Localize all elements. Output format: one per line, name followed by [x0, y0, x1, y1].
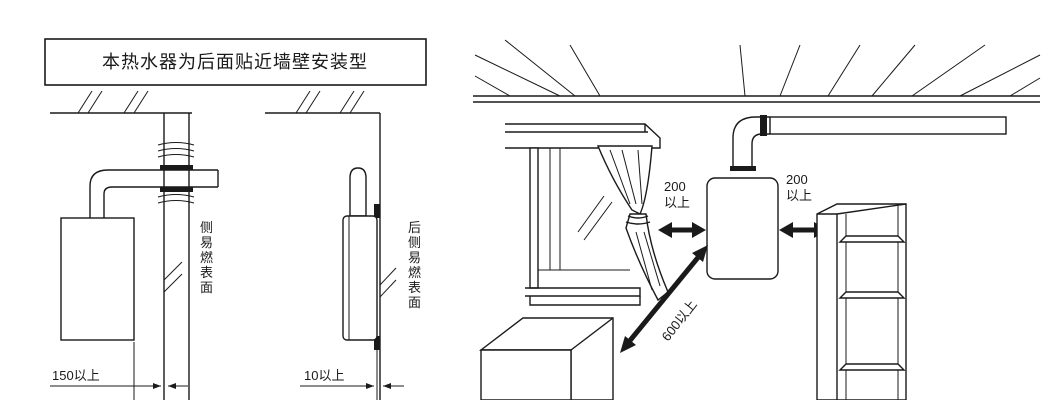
middle-ceiling-hatch — [295, 90, 365, 114]
left-pipe-collar-top — [160, 165, 193, 170]
shelf — [816, 203, 907, 400]
middle-wall-hatch — [379, 267, 397, 298]
left-wall-hatch — [163, 261, 183, 293]
left-exhaust-pipe-top — [89, 169, 218, 218]
left-figure: 侧易燃表面 150以上 — [50, 90, 219, 400]
right-clearance-value: 200 — [786, 172, 808, 187]
middle-top-bracket — [374, 204, 380, 218]
left-pipe-collar-bottom — [160, 187, 193, 192]
left-clearance-unit: 以上 — [664, 195, 690, 210]
left-clearance-arrow — [658, 222, 706, 238]
diagonal-clearance-label: 600以上 — [659, 297, 700, 344]
left-exhaust-pipe-bottom — [103, 186, 218, 218]
title-box: 本热水器为后面贴近墙壁安装型 — [44, 38, 427, 86]
middle-back-surface-label: 后侧易燃表面 — [408, 220, 421, 310]
diagonal-clearance-arrow — [620, 245, 708, 353]
right-pipe-collar — [730, 166, 756, 171]
right-water-heater — [706, 177, 779, 280]
left-side-surface-label: 侧易燃表面 — [200, 220, 213, 295]
middle-water-heater-side — [342, 215, 378, 341]
left-clearance-label: 150以上 — [52, 368, 100, 383]
right-ceiling — [473, 39, 1041, 103]
right-clearance-unit: 以上 — [786, 188, 812, 203]
left-ceiling-hatch — [77, 90, 149, 114]
middle-figure: 后侧易燃表面 10以上 — [265, 90, 421, 400]
right-figure: 200 以上 200 以上 600以上 — [473, 39, 1041, 400]
left-sleeve-wraps — [157, 142, 195, 204]
window — [505, 123, 661, 306]
curtain — [596, 145, 669, 302]
right-exhaust-pipe — [730, 115, 1007, 171]
left-clearance-value: 200 — [664, 179, 686, 194]
middle-clearance-label: 10以上 — [304, 368, 344, 383]
left-water-heater — [60, 217, 135, 341]
middle-flue-pipe — [349, 167, 367, 217]
lower-cabinet — [478, 317, 614, 400]
title-text: 本热水器为后面贴近墙壁安装型 — [102, 52, 368, 72]
